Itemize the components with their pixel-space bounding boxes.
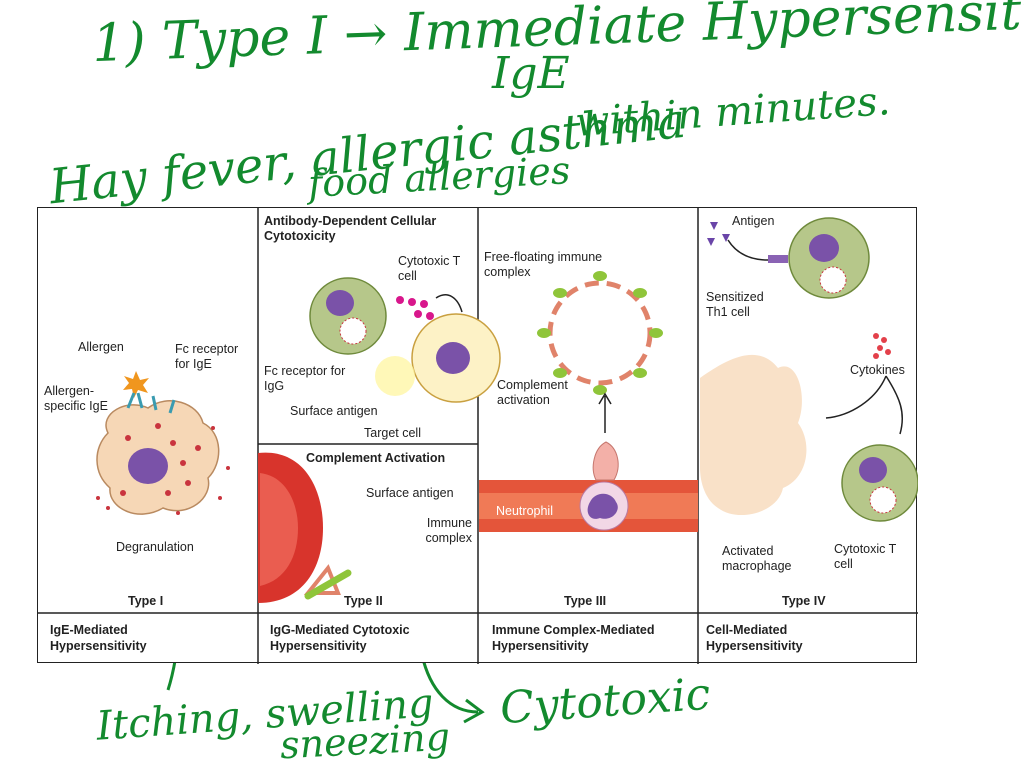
footer-type-ii-line1: IgG-Mediated Cytotoxic <box>270 623 410 637</box>
cytokine-dots <box>873 333 891 359</box>
label-fc-receptor-ige: Fc receptor for IgE <box>175 342 239 371</box>
neutrophil <box>579 481 629 531</box>
target-cell <box>411 313 501 403</box>
label-allergen: Allergen <box>78 340 124 354</box>
type-iv-label: Type IV <box>782 594 826 608</box>
footer-type-iv-line2: Hypersensitivity <box>706 639 803 654</box>
footer-type-i: IgE-Mediated Hypersensitivity <box>50 622 147 655</box>
type-ii-label: Type II <box>344 594 383 608</box>
footer-type-iii-line1: Immune Complex-Mediated <box>492 623 655 637</box>
label-antigen: Antigen <box>732 214 775 228</box>
footer-type-i-line2: Hypersensitivity <box>50 639 147 654</box>
label-activated-macrophage: Activated macrophage <box>722 544 792 573</box>
footer-type-ii: IgG-Mediated Cytotoxic Hypersensitivity <box>270 622 410 655</box>
label-sensitized-th1: Sensitized Th1 cell <box>706 290 764 319</box>
footer-type-iv: Cell-Mediated Hypersensitivity <box>706 622 803 655</box>
label-cytotoxic-t-cell: Cytotoxic T cell <box>398 254 461 283</box>
label-fc-receptor-igg: Fc receptor for IgG <box>264 364 346 393</box>
figure-art <box>38 208 918 664</box>
handwritten-cytotoxic: Cytotoxic <box>498 668 712 735</box>
handwritten-ige: IgE <box>492 48 570 99</box>
complement-bar <box>304 569 352 600</box>
activated-macrophage <box>700 354 807 516</box>
label-cytokines: Cytokines <box>850 363 905 377</box>
complement-ovals <box>537 271 663 395</box>
label-cytotoxic-t-cell-iv: Cytotoxic T cell <box>834 542 897 571</box>
contact-glow <box>375 356 415 396</box>
footer-type-iii-line2: Hypersensitivity <box>492 639 589 654</box>
handwritten-sneezing: sneezing <box>278 714 451 768</box>
label-target-cell: Target cell <box>364 426 421 440</box>
tcr-receptor <box>768 255 788 263</box>
neutrophil-pseudopod <box>592 441 619 481</box>
arrowhead-type2 <box>463 698 485 724</box>
label-allergen-specific-ige: Allergen-specific IgE <box>44 384 108 413</box>
rbc-highlight <box>260 473 298 586</box>
ige-antibodies <box>126 392 176 414</box>
adcc-arrow <box>435 294 463 313</box>
cytotoxic-t-cell <box>309 277 387 355</box>
complement-activation-title: Complement Activation <box>306 451 446 465</box>
antigen-arrow <box>727 239 769 261</box>
type-i-label: Type I <box>128 594 164 608</box>
label-surface-antigen: Surface antigen <box>290 404 378 418</box>
footer-type-ii-line2: Hypersensitivity <box>270 639 367 654</box>
footer-type-iii: Immune Complex-Mediated Hypersensitivity <box>492 622 655 655</box>
adcc-title: Antibody-Dependent Cellular Cytotoxicity <box>264 214 437 243</box>
type-iii-label: Type III <box>564 594 607 608</box>
label-degranulation: Degranulation <box>116 540 194 554</box>
th1-cell <box>788 217 870 299</box>
footer-type-i-line1: IgE-Mediated <box>50 623 128 637</box>
hypersensitivity-figure: Allergen Fc receptor for IgE Allergen-sp… <box>37 207 918 664</box>
footer-type-iv-line1: Cell-Mediated <box>706 623 788 637</box>
immune-complex-ring <box>547 280 653 386</box>
perforin-dots <box>396 296 434 320</box>
label-immune-complex: Immune complex <box>425 516 472 545</box>
handwritten-food: food allergies <box>307 148 572 206</box>
handwritten-timing: within minutes. <box>573 78 892 146</box>
cytokine-arrows <box>825 375 904 435</box>
label-surface-antigen-2: Surface antigen <box>366 486 454 500</box>
complement-arrow <box>598 392 612 433</box>
antigen-triangles <box>707 222 730 246</box>
cytotoxic-t-cell-iv <box>841 444 918 522</box>
label-free-floating-complex: Free-floating immune complex <box>484 250 603 279</box>
allergen-star <box>123 371 149 398</box>
mast-cell <box>96 400 230 515</box>
label-neutrophil: Neutrophil <box>496 504 553 518</box>
label-complement-activation: Complement activation <box>497 378 568 407</box>
